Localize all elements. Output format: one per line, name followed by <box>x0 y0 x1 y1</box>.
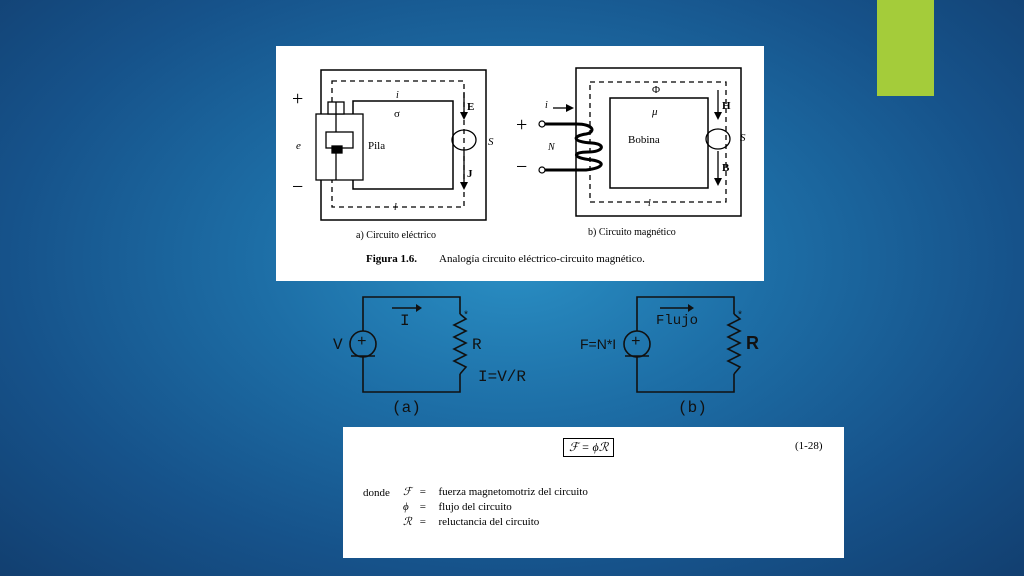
label-S-electric: S <box>488 136 494 148</box>
circuit-a-dot: * <box>463 311 470 322</box>
accent-bar <box>877 0 934 96</box>
figure-caption-number: Figura 1.6. <box>366 253 418 265</box>
label-E: E <box>467 101 475 113</box>
definition-text: flujo del circuito <box>438 501 512 513</box>
label-mu: μ <box>652 106 658 118</box>
definition-symbol: ℛ <box>403 516 412 528</box>
definitions-list: ℱ = fuerza magnetomotriz del circuito ϕ … <box>403 485 588 530</box>
magnetic-plus-sign: + <box>516 114 528 136</box>
definition-text: reluctancia del circuito <box>438 516 540 528</box>
magnetic-circuit-core <box>575 67 742 217</box>
magnetic-minus-sign: − <box>516 156 528 178</box>
circuit-a-caption: (a) <box>392 399 421 417</box>
equation-number: (1-28) <box>795 440 823 452</box>
electric-plus-sign: + <box>292 88 304 110</box>
label-pila: Pila <box>368 140 386 152</box>
definition-item: ϕ = flujo del circuito <box>403 500 588 515</box>
circuit-a-resistor-label: R <box>472 336 482 354</box>
figure-1-6-panel: + − e i σ Pila E J S l a) Circuito eléct… <box>276 46 764 281</box>
definition-item: ℛ = reluctancia del circuito <box>403 515 588 530</box>
definition-symbol: ℱ <box>403 486 412 498</box>
electric-surface-ellipse <box>451 129 477 151</box>
label-Phi: Φ <box>652 84 661 96</box>
label-emf: e <box>296 140 301 152</box>
arrow-i-mag-head <box>566 104 574 112</box>
circuit-b-dot: * <box>737 311 744 322</box>
label-current-i-mag: i <box>545 100 548 111</box>
equation-formula: ℱ = ϕℛ <box>569 440 609 454</box>
label-l-magnetic: l <box>648 198 651 209</box>
label-current-i: i <box>396 90 399 101</box>
label-bobina: Bobina <box>628 134 660 146</box>
circuit-b-resistor-label: R <box>746 333 759 353</box>
definition-text: fuerza magnetomotriz del circuito <box>438 486 588 498</box>
definition-item: ℱ = fuerza magnetomotriz del circuito <box>403 485 588 500</box>
definition-symbol: ϕ <box>403 501 409 513</box>
definition-equals: = <box>419 501 426 513</box>
definition-equals: = <box>419 516 426 528</box>
circuit-a-source-plus: + <box>357 333 367 351</box>
equation-formula-box: ℱ = ϕℛ <box>563 438 615 457</box>
coil-terminal-bottom <box>538 166 546 174</box>
coil <box>544 122 603 172</box>
circuit-b-source-plus: + <box>631 333 641 351</box>
battery <box>315 101 364 181</box>
definition-equals: = <box>419 486 426 498</box>
caption-magnetic: b) Circuito magnético <box>588 227 676 238</box>
arrow-E-head <box>460 112 468 120</box>
figure-caption-text: Analogía circuito eléctrico-circuito mag… <box>439 253 645 265</box>
label-S-magnetic: S <box>740 132 746 144</box>
coil-terminal-top <box>538 120 546 128</box>
circuit-b-current-label: Flujo <box>656 313 699 329</box>
label-J: J <box>467 168 473 180</box>
arrow-B-head <box>714 178 722 186</box>
label-H: H <box>722 100 731 112</box>
label-B: B <box>722 162 730 174</box>
circuit-a-equation: I=V/R <box>478 368 527 386</box>
arrow-J-head <box>460 182 468 190</box>
arrow-H-head <box>714 112 722 120</box>
circuit-a-source-label: V <box>333 336 343 354</box>
caption-electric: a) Circuito eléctrico <box>356 230 436 241</box>
magnetic-surface-ellipse <box>705 128 731 150</box>
electric-minus-sign: − <box>292 176 304 198</box>
circuit-b-source-label: F=N*I <box>580 336 617 352</box>
label-N: N <box>548 142 555 153</box>
donde-label: donde <box>363 487 390 499</box>
circuit-b-caption: (b) <box>678 399 707 417</box>
figure-1-6-drawing <box>315 67 742 221</box>
label-sigma: σ <box>394 108 400 120</box>
equation-panel: ℱ = ϕℛ (1-28) donde ℱ = fuerza magnetomo… <box>343 427 844 558</box>
label-l-electric: l <box>394 202 397 213</box>
circuit-a-current-label: I <box>400 312 410 330</box>
